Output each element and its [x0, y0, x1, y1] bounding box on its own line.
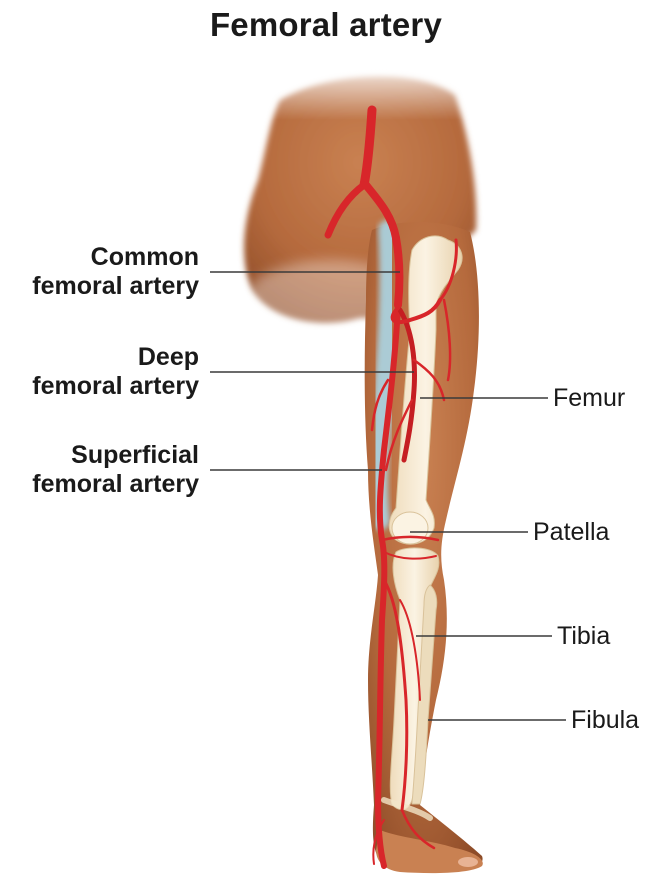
label-line: Deep	[32, 343, 199, 372]
label-femur: Femur	[553, 384, 625, 413]
label-line: femoral artery	[32, 272, 199, 301]
label-line: femoral artery	[32, 470, 199, 499]
label-superficial-femoral-artery: Superficial femoral artery	[32, 441, 199, 499]
label-line: Superficial	[32, 441, 199, 470]
label-common-femoral-artery: Common femoral artery	[32, 243, 199, 301]
label-fibula: Fibula	[571, 706, 639, 735]
label-deep-femoral-artery: Deep femoral artery	[32, 343, 199, 401]
patella-bone	[392, 512, 428, 544]
label-line: Common	[32, 243, 199, 272]
label-patella: Patella	[533, 518, 609, 547]
label-tibia: Tibia	[557, 622, 610, 651]
label-line: femoral artery	[32, 372, 199, 401]
